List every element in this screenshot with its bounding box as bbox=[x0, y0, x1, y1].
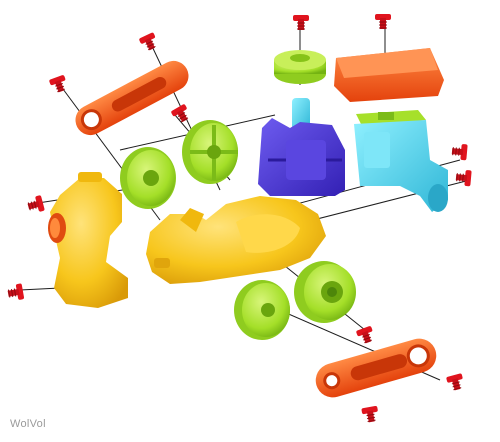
yellow-main-chassis bbox=[146, 196, 326, 284]
green-wheel-bottom-right bbox=[294, 261, 356, 323]
watermark-text: WolVol bbox=[10, 418, 46, 430]
green-wheel-top-left bbox=[120, 147, 176, 209]
blue-boiler-part bbox=[258, 118, 345, 196]
green-cab-plate bbox=[356, 110, 426, 126]
cyan-chimney-tube bbox=[292, 98, 310, 130]
green-wheel-bottom-left bbox=[234, 280, 290, 340]
green-wheel-top-right bbox=[182, 120, 238, 184]
green-stack-cap bbox=[274, 50, 326, 84]
orange-rod-bottom bbox=[315, 338, 437, 398]
cyan-cab-part bbox=[354, 120, 448, 212]
orange-roof bbox=[334, 48, 444, 102]
yellow-front-lamp bbox=[48, 172, 128, 308]
orange-rod-top bbox=[75, 60, 189, 136]
